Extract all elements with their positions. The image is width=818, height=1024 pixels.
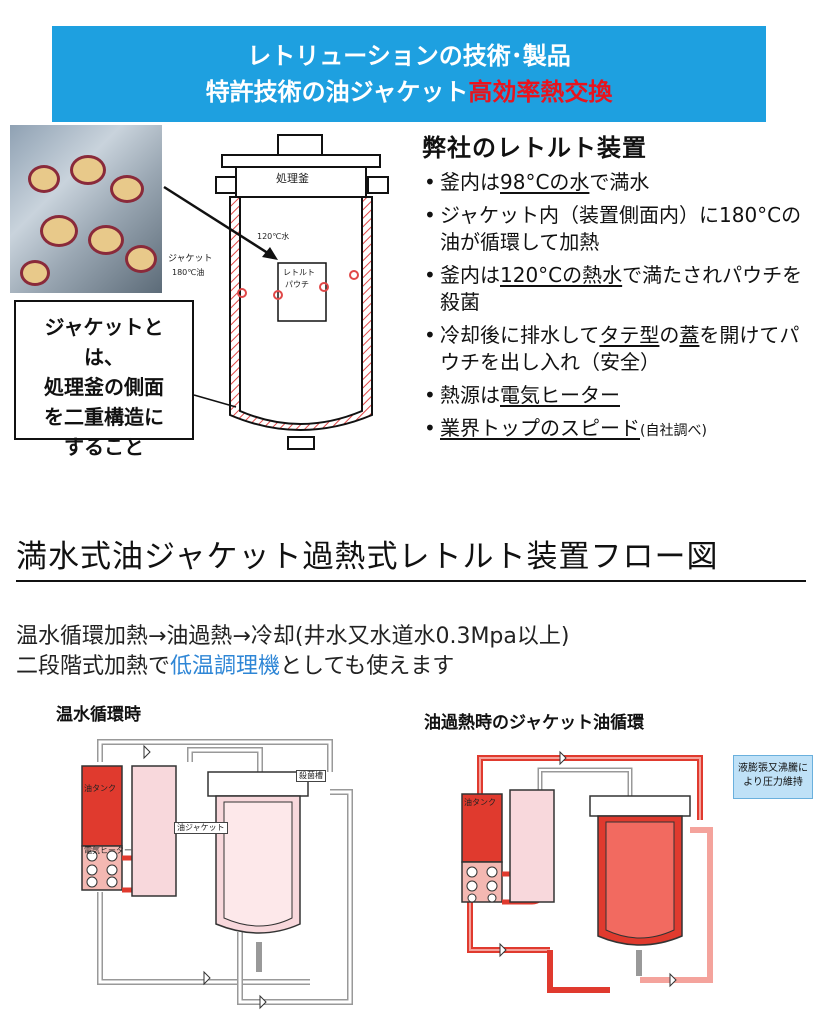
- callout-line3: を二重構造に: [44, 405, 164, 429]
- pressure-note: 液膨張又沸騰により圧力維持: [733, 755, 813, 799]
- feature-item: 熱源は電気ヒーター: [422, 382, 812, 409]
- feature-item: 業界トップのスピード(自社調べ): [422, 415, 812, 445]
- potato-slice-shape: [40, 215, 78, 247]
- left-flow-diagram: [81, 739, 353, 1010]
- feature-item: 釜内は98°Cの水で満水: [422, 169, 812, 196]
- right-flow-diagram: [461, 750, 713, 993]
- left-oil-jacket-label: 油ジャケット: [174, 822, 228, 834]
- banner-line1: レトリューションの技術･製品: [247, 42, 571, 70]
- right-oil-tank-label: 油タンク: [464, 798, 496, 807]
- callout-line1: ジャケットとは、: [44, 315, 164, 369]
- flow-description: 温水循環加熱→油過熱→冷却(井水又水道水0.3Mpa以上) 二段階式加熱で低温調…: [16, 622, 816, 682]
- header-banner: レトリューションの技術･製品 特許技術の油ジャケット高効率熱交換: [52, 26, 766, 122]
- banner-line2-prefix: 特許技術の油ジャケット: [205, 78, 469, 106]
- potato-slice-shape: [20, 260, 50, 286]
- kettle-diagram: [163, 134, 389, 450]
- left-diagram-title: 温水循環時: [56, 705, 141, 725]
- features-list: 釜内は98°Cの水で満水 ジャケット内（装置側面内）に180°Cの油が循環して加…: [422, 169, 812, 445]
- jacket-callout: ジャケットとは、 処理釜の側面 を二重構造に すること: [14, 300, 194, 459]
- product-photo: [10, 125, 162, 293]
- potato-slice-shape: [88, 225, 124, 255]
- low-temp-highlight: 低温調理機: [170, 654, 281, 679]
- feature-item: 釜内は120°Cの熱水で満たされパウチを殺菌: [422, 262, 812, 316]
- flow-title: 満水式油ジャケット過熱式レトルト装置フロー図: [16, 536, 806, 582]
- left-oil-tank-label: 油タンク: [84, 784, 116, 793]
- pouch-label-2: パウチ: [285, 280, 309, 289]
- pouch-label-1: レトルト: [283, 268, 315, 277]
- potato-slice-shape: [125, 245, 157, 273]
- features-title: 弊社のレトルト装置: [422, 134, 647, 162]
- jacket-label: ジャケット: [168, 254, 213, 264]
- left-heater-label: 電気ヒーター: [84, 846, 132, 855]
- right-diagram-title: 油過熱時のジャケット油循環: [424, 713, 645, 733]
- potato-slice-shape: [28, 165, 60, 193]
- callout-line4: すること: [64, 435, 144, 459]
- potato-slice-shape: [110, 175, 144, 203]
- water-temp-label: 120℃水: [257, 232, 290, 241]
- banner-highlight: 高効率熱交換: [468, 78, 613, 106]
- left-sterilize-tank-label: 殺菌槽: [296, 770, 326, 782]
- kettle-label: 処理釜: [276, 172, 309, 185]
- banner-line2: 特許技術の油ジャケット高効率熱交換: [52, 74, 766, 110]
- potato-slice-shape: [70, 155, 106, 185]
- oil-temp-label: 180℃油: [172, 268, 205, 277]
- feature-item: 冷却後に排水してタテ型の蓋を開けてパウチを出し入れ（安全）: [422, 322, 812, 376]
- feature-item: ジャケット内（装置側面内）に180°Cの油が循環して加熱: [422, 202, 812, 256]
- callout-line2: 処理釜の側面: [44, 375, 164, 399]
- flow-desc-line2: 二段階式加熱で低温調理機としても使えます: [16, 654, 455, 679]
- flow-desc-line1: 温水循環加熱→油過熱→冷却(井水又水道水0.3Mpa以上): [16, 624, 570, 649]
- features-panel: 弊社のレトルト装置 釜内は98°Cの水で満水 ジャケット内（装置側面内）に180…: [422, 128, 812, 451]
